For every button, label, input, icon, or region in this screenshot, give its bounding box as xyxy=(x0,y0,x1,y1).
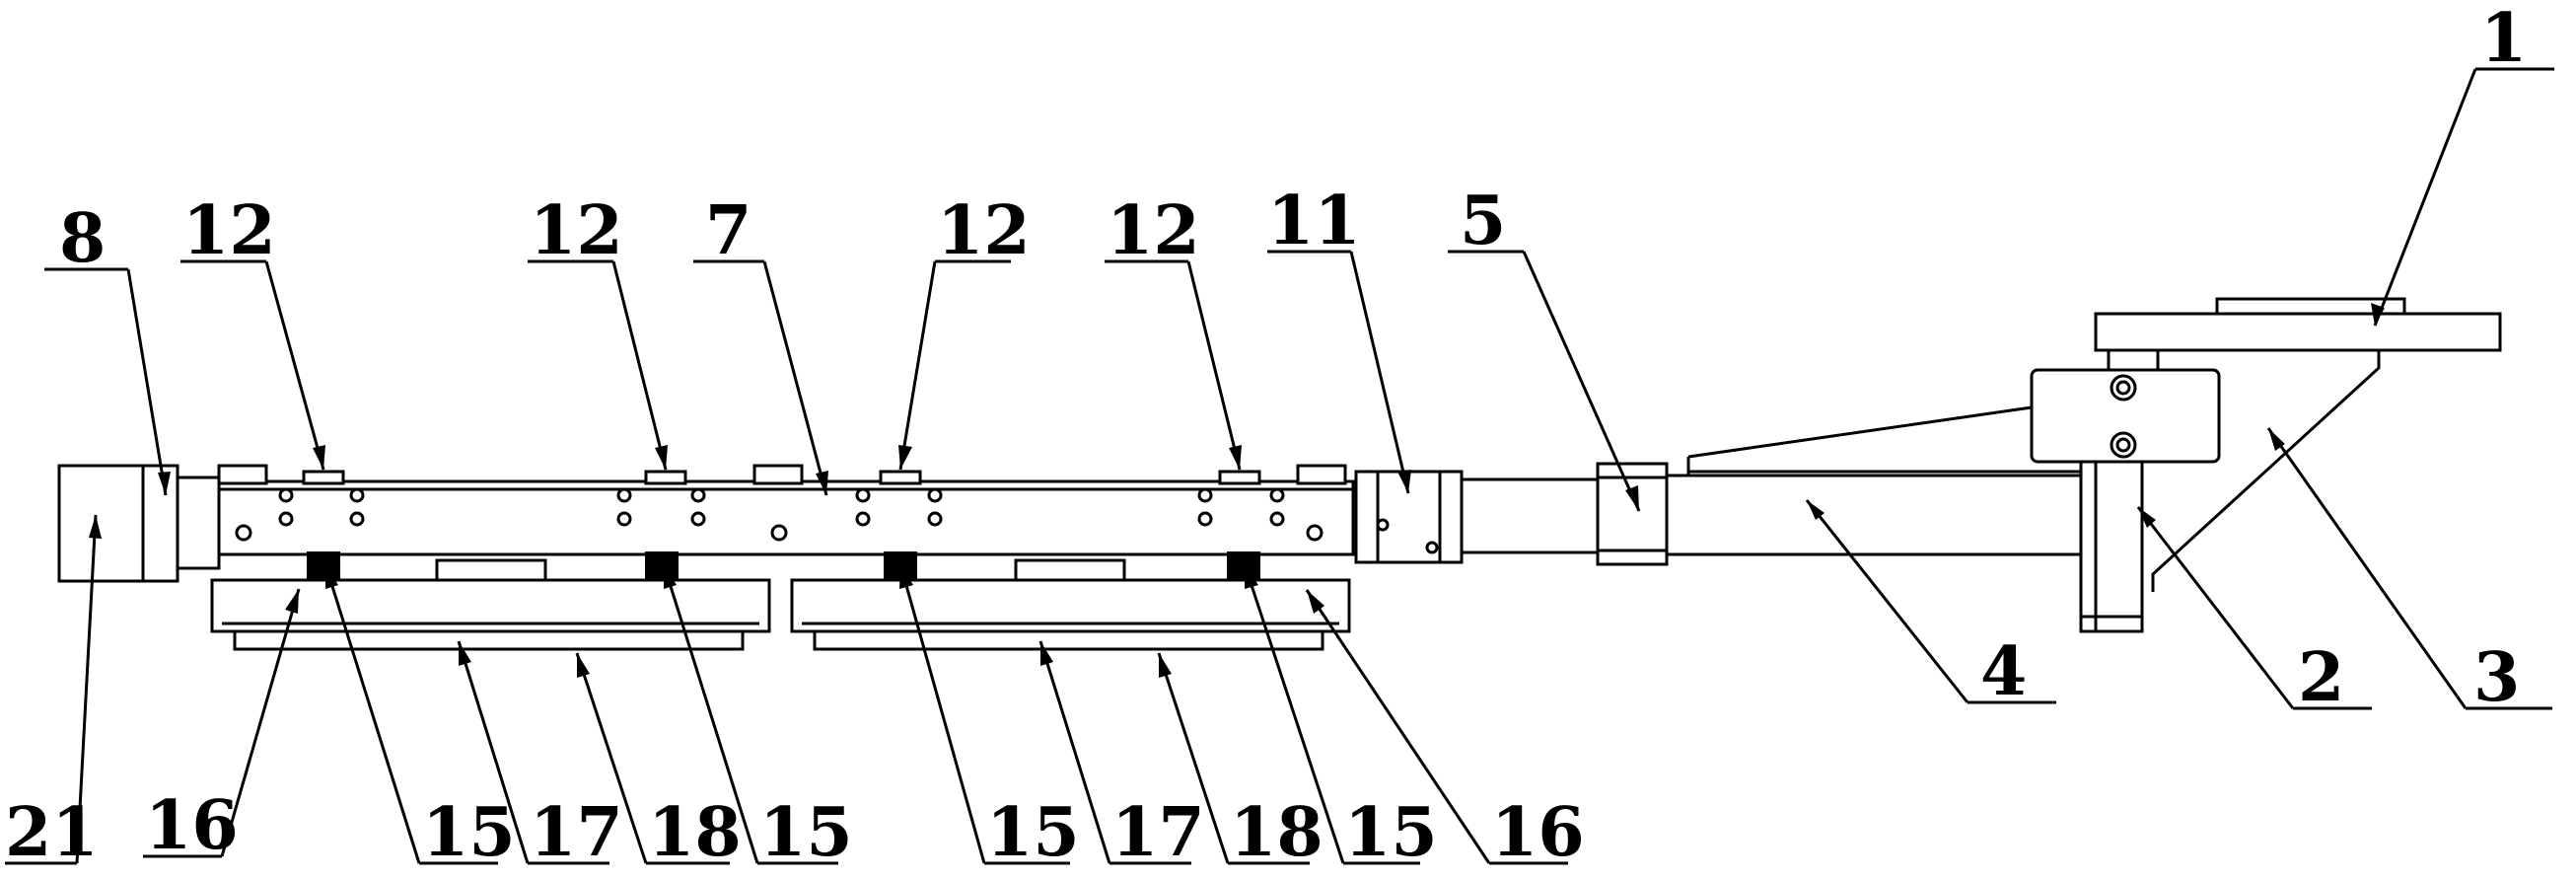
leader-lines xyxy=(5,67,2554,865)
part-12-clamp-d xyxy=(1218,470,1261,485)
part-3-bracket xyxy=(2107,348,2160,372)
label-17-a: 17 xyxy=(530,793,623,872)
label-11: 11 xyxy=(1267,182,1361,260)
part-8-collar xyxy=(176,476,221,570)
part-11-bolt-a xyxy=(1376,518,1390,532)
label-16-b: 16 xyxy=(1491,793,1585,872)
part-12-clamp-a xyxy=(302,470,345,485)
part-18-left-base xyxy=(233,629,745,651)
part-7-rail xyxy=(217,479,1355,556)
part-18-right-base xyxy=(813,629,1324,651)
part-1-plate xyxy=(2094,312,2502,352)
label-21: 21 xyxy=(5,793,99,872)
part-15-spring-b xyxy=(645,551,679,581)
label-18-a: 18 xyxy=(648,793,742,872)
label-12-c: 12 xyxy=(937,191,1031,270)
rail-cap-left xyxy=(217,464,268,485)
label-15-d: 15 xyxy=(1344,793,1438,872)
part-11-bolt-b xyxy=(1425,541,1439,554)
part-2-slider xyxy=(2079,460,2144,633)
label-18-b: 18 xyxy=(1230,793,1324,872)
label-1: 1 xyxy=(2480,0,2527,78)
label-8: 8 xyxy=(59,199,106,278)
part-21-block xyxy=(57,464,145,583)
right-plate-top-block xyxy=(1014,558,1126,582)
part-3-support xyxy=(2151,350,2381,592)
part-4-brace-top xyxy=(1687,405,2033,459)
label-12-b: 12 xyxy=(530,191,623,270)
label-15-a: 15 xyxy=(422,793,516,872)
part-15-spring-d xyxy=(1227,551,1260,581)
label-12-d: 12 xyxy=(1107,191,1200,270)
label-17-b: 17 xyxy=(1111,793,1205,872)
label-12-a: 12 xyxy=(182,191,276,270)
label-2: 2 xyxy=(2298,638,2344,717)
part-15-spring-a xyxy=(307,551,340,581)
shaft-segment xyxy=(1460,477,1600,554)
part-12-clamp-c xyxy=(879,470,922,485)
label-15-c: 15 xyxy=(986,793,1080,872)
label-4: 4 xyxy=(1980,632,2027,711)
part-4-arm xyxy=(1665,474,2083,556)
part-12-clamp-b xyxy=(644,470,687,485)
rail-cap-mid xyxy=(752,464,804,485)
rail-cap-right xyxy=(1296,464,1347,485)
label-5: 5 xyxy=(1460,182,1506,260)
part-11-collar-right xyxy=(1438,470,1464,564)
label-7: 7 xyxy=(705,191,751,270)
label-15-b: 15 xyxy=(759,793,853,872)
part-8-coupling xyxy=(141,464,179,583)
part-1-boss xyxy=(2215,297,2406,316)
left-plate-top-block xyxy=(435,558,547,582)
part-5-coupling xyxy=(1596,462,1669,566)
assembly xyxy=(57,297,2502,651)
label-16-a: 16 xyxy=(145,786,239,865)
part-11-collar-left xyxy=(1354,470,1380,564)
part-labels: 1 2 3 4 5 7 8 11 12 12 12 12 15 15 15 15… xyxy=(5,0,2527,872)
rail-bolts xyxy=(235,487,1324,542)
label-3: 3 xyxy=(2473,638,2520,717)
